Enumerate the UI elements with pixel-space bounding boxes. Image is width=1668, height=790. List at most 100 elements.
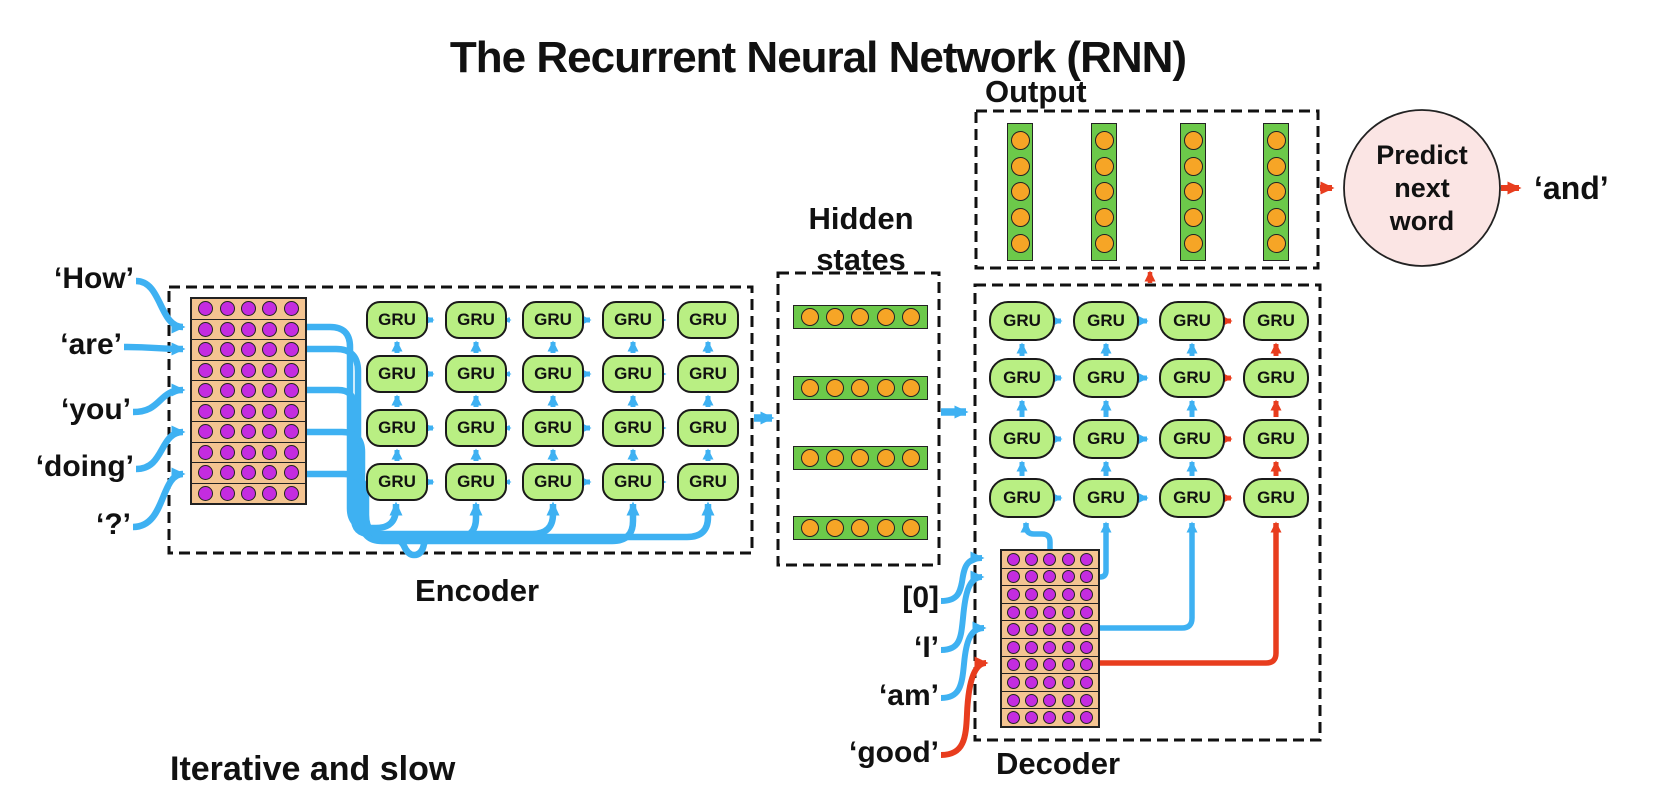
decoder-embedding-matrix-row	[1002, 585, 1098, 603]
output-vector	[1263, 123, 1289, 261]
encoder-gru-cell: GRU	[677, 355, 739, 393]
embedding-cell	[1079, 675, 1093, 689]
arrow-input-0	[940, 551, 985, 604]
decoder-gru-cell: GRU	[989, 301, 1055, 341]
arrow-input-are	[123, 342, 186, 356]
embedding-cell	[1025, 623, 1039, 637]
encoder-gru-cell: GRU	[602, 463, 664, 501]
decoder-input-good: ‘good’	[849, 736, 939, 769]
embedding-cell	[240, 444, 256, 460]
encoder-gru-cell: GRU	[677, 301, 739, 339]
hidden-states-label-line1: Hidden	[808, 201, 914, 236]
encoder-gru-cell: GRU	[445, 301, 507, 339]
embedding-cell	[1043, 605, 1057, 619]
embedding-cell	[283, 362, 299, 378]
predict-circle-text: Predict next word	[1347, 139, 1497, 238]
embedding-cell	[1025, 693, 1039, 707]
hidden-state-vector	[793, 305, 928, 329]
encoder-embedding-matrix-row	[192, 441, 305, 463]
embedding-cell	[240, 301, 256, 317]
embedding-cell	[1079, 605, 1093, 619]
embedding-cell	[1061, 552, 1075, 566]
decoder-label: Decoder	[995, 746, 1121, 781]
decoder-embedding-matrix-row	[1002, 637, 1098, 656]
embedding-cell	[219, 301, 235, 317]
embedding-cell	[1007, 711, 1021, 725]
decoder-gru-cell: GRU	[1243, 478, 1309, 518]
encoder-input-qmark: ‘?’	[96, 508, 131, 541]
embedding-cell	[198, 403, 214, 419]
hidden-state-vector	[793, 446, 928, 470]
output-vector	[1007, 123, 1033, 261]
dec-feed-col3	[1100, 521, 1198, 631]
output-unit	[1183, 182, 1203, 202]
embedding-cell	[283, 424, 299, 440]
embedding-cell	[1079, 658, 1093, 672]
arrow-input-am	[940, 621, 987, 701]
encoder-gru-cell: GRU	[366, 355, 428, 393]
embedding-cell	[262, 321, 278, 337]
encoder-input-are: ‘are’	[60, 328, 122, 361]
embedding-cell	[1061, 623, 1075, 637]
arrow-input-i	[940, 570, 985, 653]
embedding-cell	[240, 403, 256, 419]
embedding-cell	[283, 444, 299, 460]
embedding-cell	[1043, 711, 1057, 725]
embedding-cell	[219, 465, 235, 481]
embedding-cell	[262, 383, 278, 399]
embedding-cell	[198, 301, 214, 317]
output-unit	[1094, 130, 1114, 150]
embedding-cell	[262, 424, 278, 440]
decoder-gru-cell: GRU	[1073, 478, 1139, 518]
encoder-embedding-matrix-row	[192, 359, 305, 381]
embedding-cell	[262, 465, 278, 481]
encoder-gru-cell: GRU	[366, 409, 428, 447]
embedding-cell	[283, 342, 299, 358]
decoder-embedding-matrix-row	[1002, 690, 1098, 709]
hidden-state-unit	[876, 308, 895, 326]
embedding-cell	[1043, 623, 1057, 637]
output-unit	[1183, 156, 1203, 176]
embedding-cell	[1025, 711, 1039, 725]
embedding-cell	[283, 403, 299, 419]
page-title: The Recurrent Neural Network (RNN)	[449, 33, 1187, 82]
encoder-embedding-matrix-row	[192, 421, 305, 442]
output-unit	[1183, 234, 1203, 254]
embedding-cell	[283, 465, 299, 481]
dec-feed-col4	[1100, 521, 1282, 666]
decoder-embedding-matrix-row	[1002, 567, 1098, 586]
embedding-cell	[1079, 693, 1093, 707]
decoder-gru-cell: GRU	[1243, 301, 1309, 341]
embedding-cell	[198, 485, 214, 501]
decoder-gru-cell: GRU	[989, 358, 1055, 398]
embedding-cell	[1061, 587, 1075, 601]
decoder-embedding-matrix-row	[1002, 551, 1098, 568]
output-box	[974, 109, 1320, 270]
output-unit	[1094, 182, 1114, 202]
output-unit	[1010, 182, 1030, 202]
encoder-gru-cell: GRU	[522, 409, 584, 447]
encoder-input-doing: ‘doing’	[35, 450, 134, 483]
embedding-cell	[1061, 675, 1075, 689]
encoder-gru-cell: GRU	[445, 463, 507, 501]
hidden-state-unit	[901, 308, 920, 326]
embedding-cell	[283, 485, 299, 501]
embedding-cell	[198, 362, 214, 378]
embedding-cell	[1061, 693, 1075, 707]
embedding-cell	[1079, 587, 1093, 601]
embedding-cell	[1025, 658, 1039, 672]
output-unit	[1266, 234, 1286, 254]
output-unit	[1266, 156, 1286, 176]
embedding-cell	[262, 403, 278, 419]
embedding-cell	[1025, 570, 1039, 584]
output-unit	[1266, 182, 1286, 202]
encoder-gru-cell: GRU	[602, 409, 664, 447]
hidden-state-unit	[851, 519, 870, 537]
embedding-cell	[283, 383, 299, 399]
output-unit	[1094, 156, 1114, 176]
embedding-cell	[1007, 640, 1021, 654]
embedding-cell	[262, 444, 278, 460]
hidden-state-unit	[901, 449, 920, 467]
enc-route-col5	[306, 470, 715, 541]
